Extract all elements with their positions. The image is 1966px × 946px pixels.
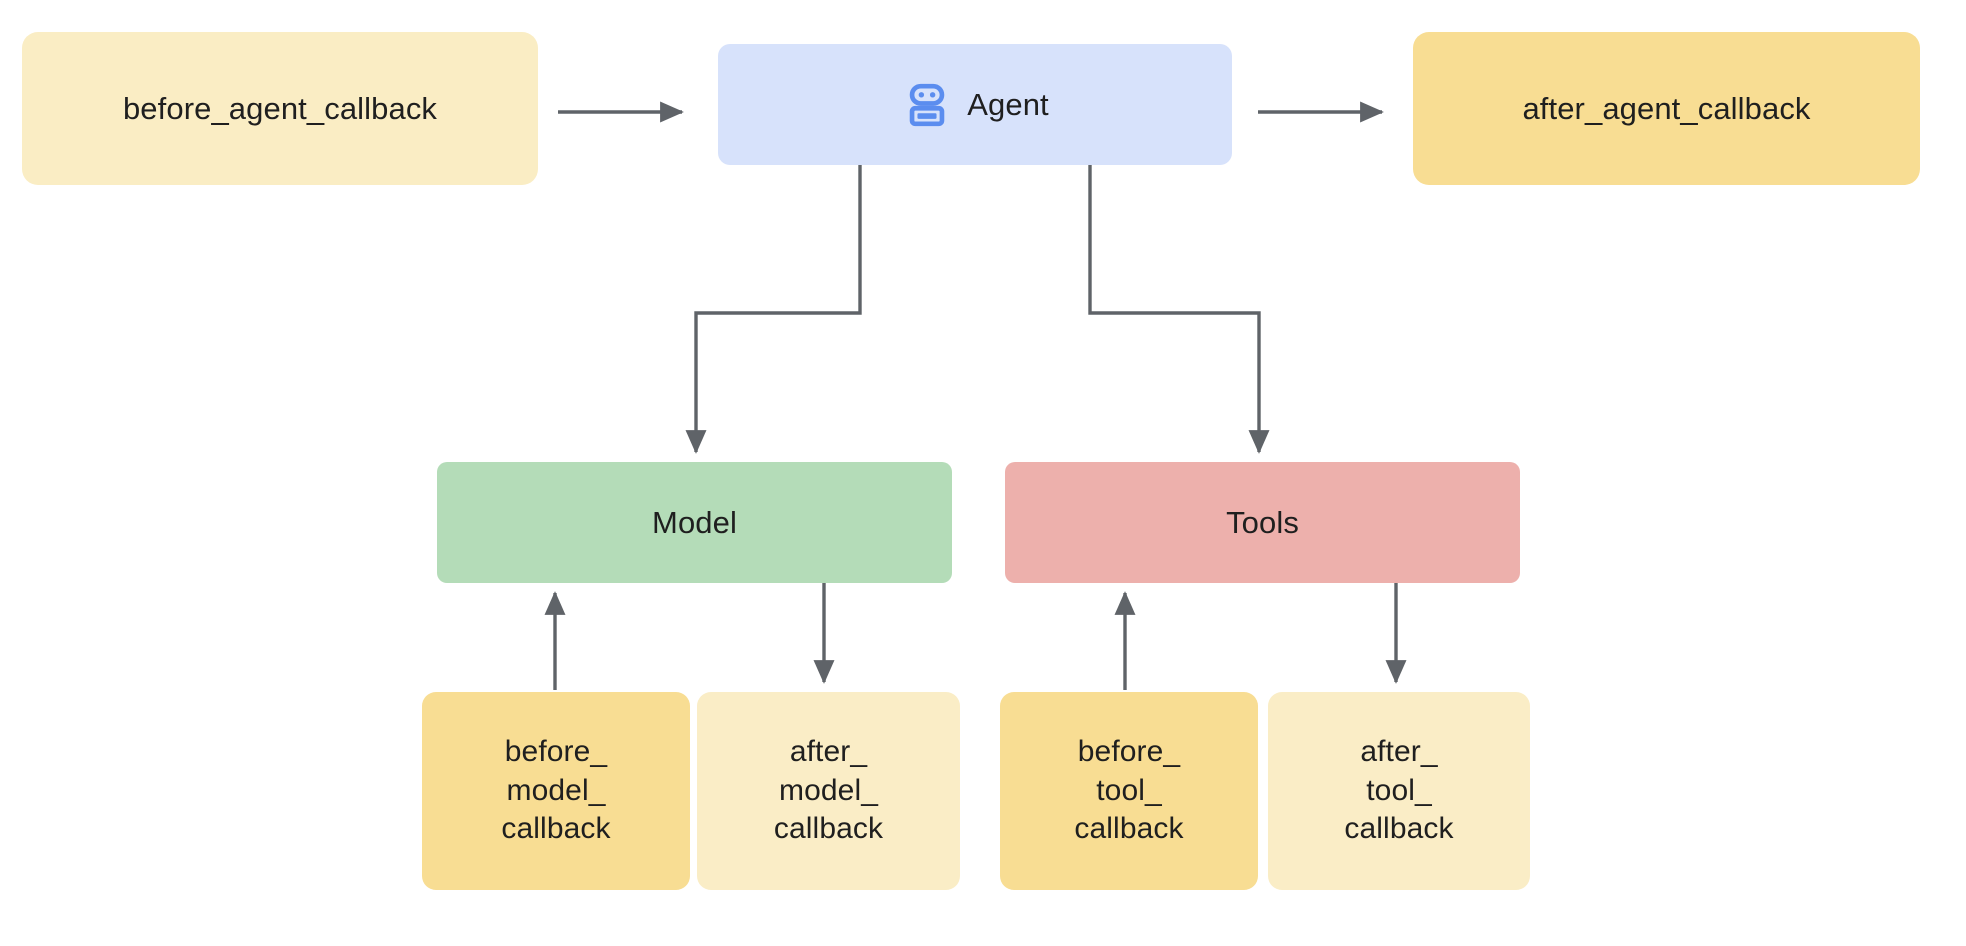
edge-agent-to-model xyxy=(685,165,862,454)
node-before-model-callback[interactable]: before_ model_ callback xyxy=(422,692,690,890)
node-label: Tools xyxy=(1226,504,1299,540)
node-after-agent-callback[interactable]: after_agent_callback xyxy=(1413,32,1920,185)
node-after-model-callback[interactable]: after_ model_ callback xyxy=(697,692,960,890)
node-label: after_ tool_ callback xyxy=(1344,735,1454,846)
node-label: Agent xyxy=(967,86,1049,122)
node-label: after_agent_callback xyxy=(1522,90,1811,126)
node-label: after_ model_ callback xyxy=(773,735,884,846)
node-after-tool-callback[interactable]: after_ tool_ callback xyxy=(1268,692,1530,890)
node-before-agent-callback[interactable]: before_agent_callback xyxy=(22,32,538,185)
node-before-tool-callback[interactable]: before_ tool_ callback xyxy=(1000,692,1258,890)
node-model[interactable]: Model xyxy=(437,462,952,583)
node-label: Model xyxy=(652,504,737,540)
node-label: before_ model_ callback xyxy=(501,735,611,846)
node-label: before_ tool_ callback xyxy=(1074,735,1184,846)
node-agent[interactable]: Agent xyxy=(718,44,1232,165)
robot-icon xyxy=(901,79,953,131)
node-tools[interactable]: Tools xyxy=(1005,462,1520,583)
edge-agent-to-tools xyxy=(1088,165,1270,454)
node-label: before_agent_callback xyxy=(122,90,438,126)
